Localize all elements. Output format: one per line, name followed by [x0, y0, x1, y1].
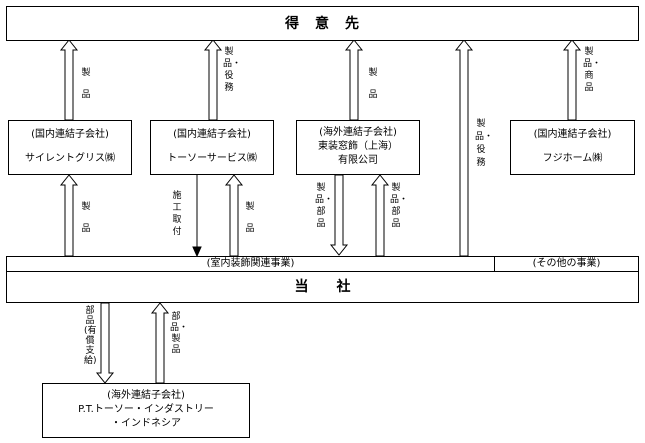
subsidiary-name-line2: 有限公司	[338, 155, 378, 166]
flow-label-service-construction: 施工取付	[172, 191, 182, 237]
subsidiary-box-shanghai: (海外連結子会社) 東装窓飾（上海） 有限公司	[296, 120, 420, 175]
arrow-company-to-customer	[454, 39, 474, 257]
subsidiary-category: (国内連結子会社)	[533, 129, 612, 140]
arrow-shanghai-to-customer	[344, 39, 364, 121]
segment-other: (その他の事業)	[532, 258, 601, 269]
subsidiary-category: (海外連結子会社)	[107, 390, 185, 401]
subsidiary-name: サイレントグリス㈱	[25, 153, 115, 164]
subsidiary-name: 東装窓飾（上海）	[318, 141, 398, 152]
subsidiary-name: P.T.トーソー・インダストリー	[78, 404, 214, 415]
subsidiary-box-fuji: (国内連結子会社) フジホーム㈱	[510, 120, 635, 175]
arrow-company-to-service	[224, 174, 244, 257]
subsidiary-box-service: (国内連結子会社) トーソーサービス㈱	[150, 120, 274, 175]
arrow-fuji-to-customer	[562, 39, 582, 121]
company-box: 当 社	[6, 271, 639, 303]
flow-label-shanghai-to-company: 製品・部品	[315, 183, 334, 229]
subsidiary-category: (国内連結子会社)	[173, 129, 251, 140]
flow-label-silent-to-customer: 製品	[81, 68, 91, 100]
subsidiary-category: (国内連結子会社)	[31, 129, 109, 140]
subsidiary-category: (海外連結子会社)	[319, 127, 397, 138]
segment-interior: (室内装飾関連事業)	[206, 258, 295, 269]
arrow-shanghai-to-company	[329, 174, 349, 256]
subsidiary-box-indonesia: (海外連結子会社) P.T.トーソー・インダストリー ・インドネシア	[42, 383, 250, 438]
flow-label-company-to-customer: 製品・役務	[475, 119, 494, 168]
customer-label: 得 意 先	[285, 16, 360, 32]
subsidiary-name-line2: ・インドネシア	[111, 418, 181, 429]
company-label: 当 社	[294, 279, 351, 295]
flow-label-indonesia-to-company: 部品・製品	[170, 312, 189, 355]
flow-label-service-to-customer: 製品・役務	[223, 47, 242, 93]
arrow-indonesia-to-company	[150, 302, 170, 384]
subsidiary-name: トーソーサービス㈱	[167, 153, 257, 164]
arrow-service-to-customer	[203, 39, 223, 121]
arrow-company-to-silent	[59, 174, 79, 257]
flow-label-company-to-service: 製品	[245, 202, 255, 234]
segment-bar: (室内装飾関連事業) (その他の事業)	[6, 256, 639, 272]
arrow-company-to-shanghai	[370, 174, 390, 257]
subsidiary-name: フジホーム㈱	[542, 153, 603, 164]
segment-divider	[494, 257, 495, 271]
flow-label-shanghai-to-customer: 製品	[368, 68, 378, 100]
customer-box: 得 意 先	[6, 6, 639, 41]
flow-label-fuji-to-customer: 製品・商品	[583, 47, 602, 93]
arrow-service-construction	[192, 175, 202, 258]
arrow-company-to-indonesia	[95, 302, 115, 384]
arrow-silent-to-customer	[59, 39, 79, 121]
subsidiary-box-silent: (国内連結子会社) サイレントグリス㈱	[8, 120, 132, 175]
flow-label-company-to-silent: 製品	[81, 202, 91, 234]
flow-label-company-to-indonesia: 部品(有償支給)	[84, 306, 97, 366]
flow-label-company-to-shanghai: 製品・部品	[390, 183, 409, 229]
